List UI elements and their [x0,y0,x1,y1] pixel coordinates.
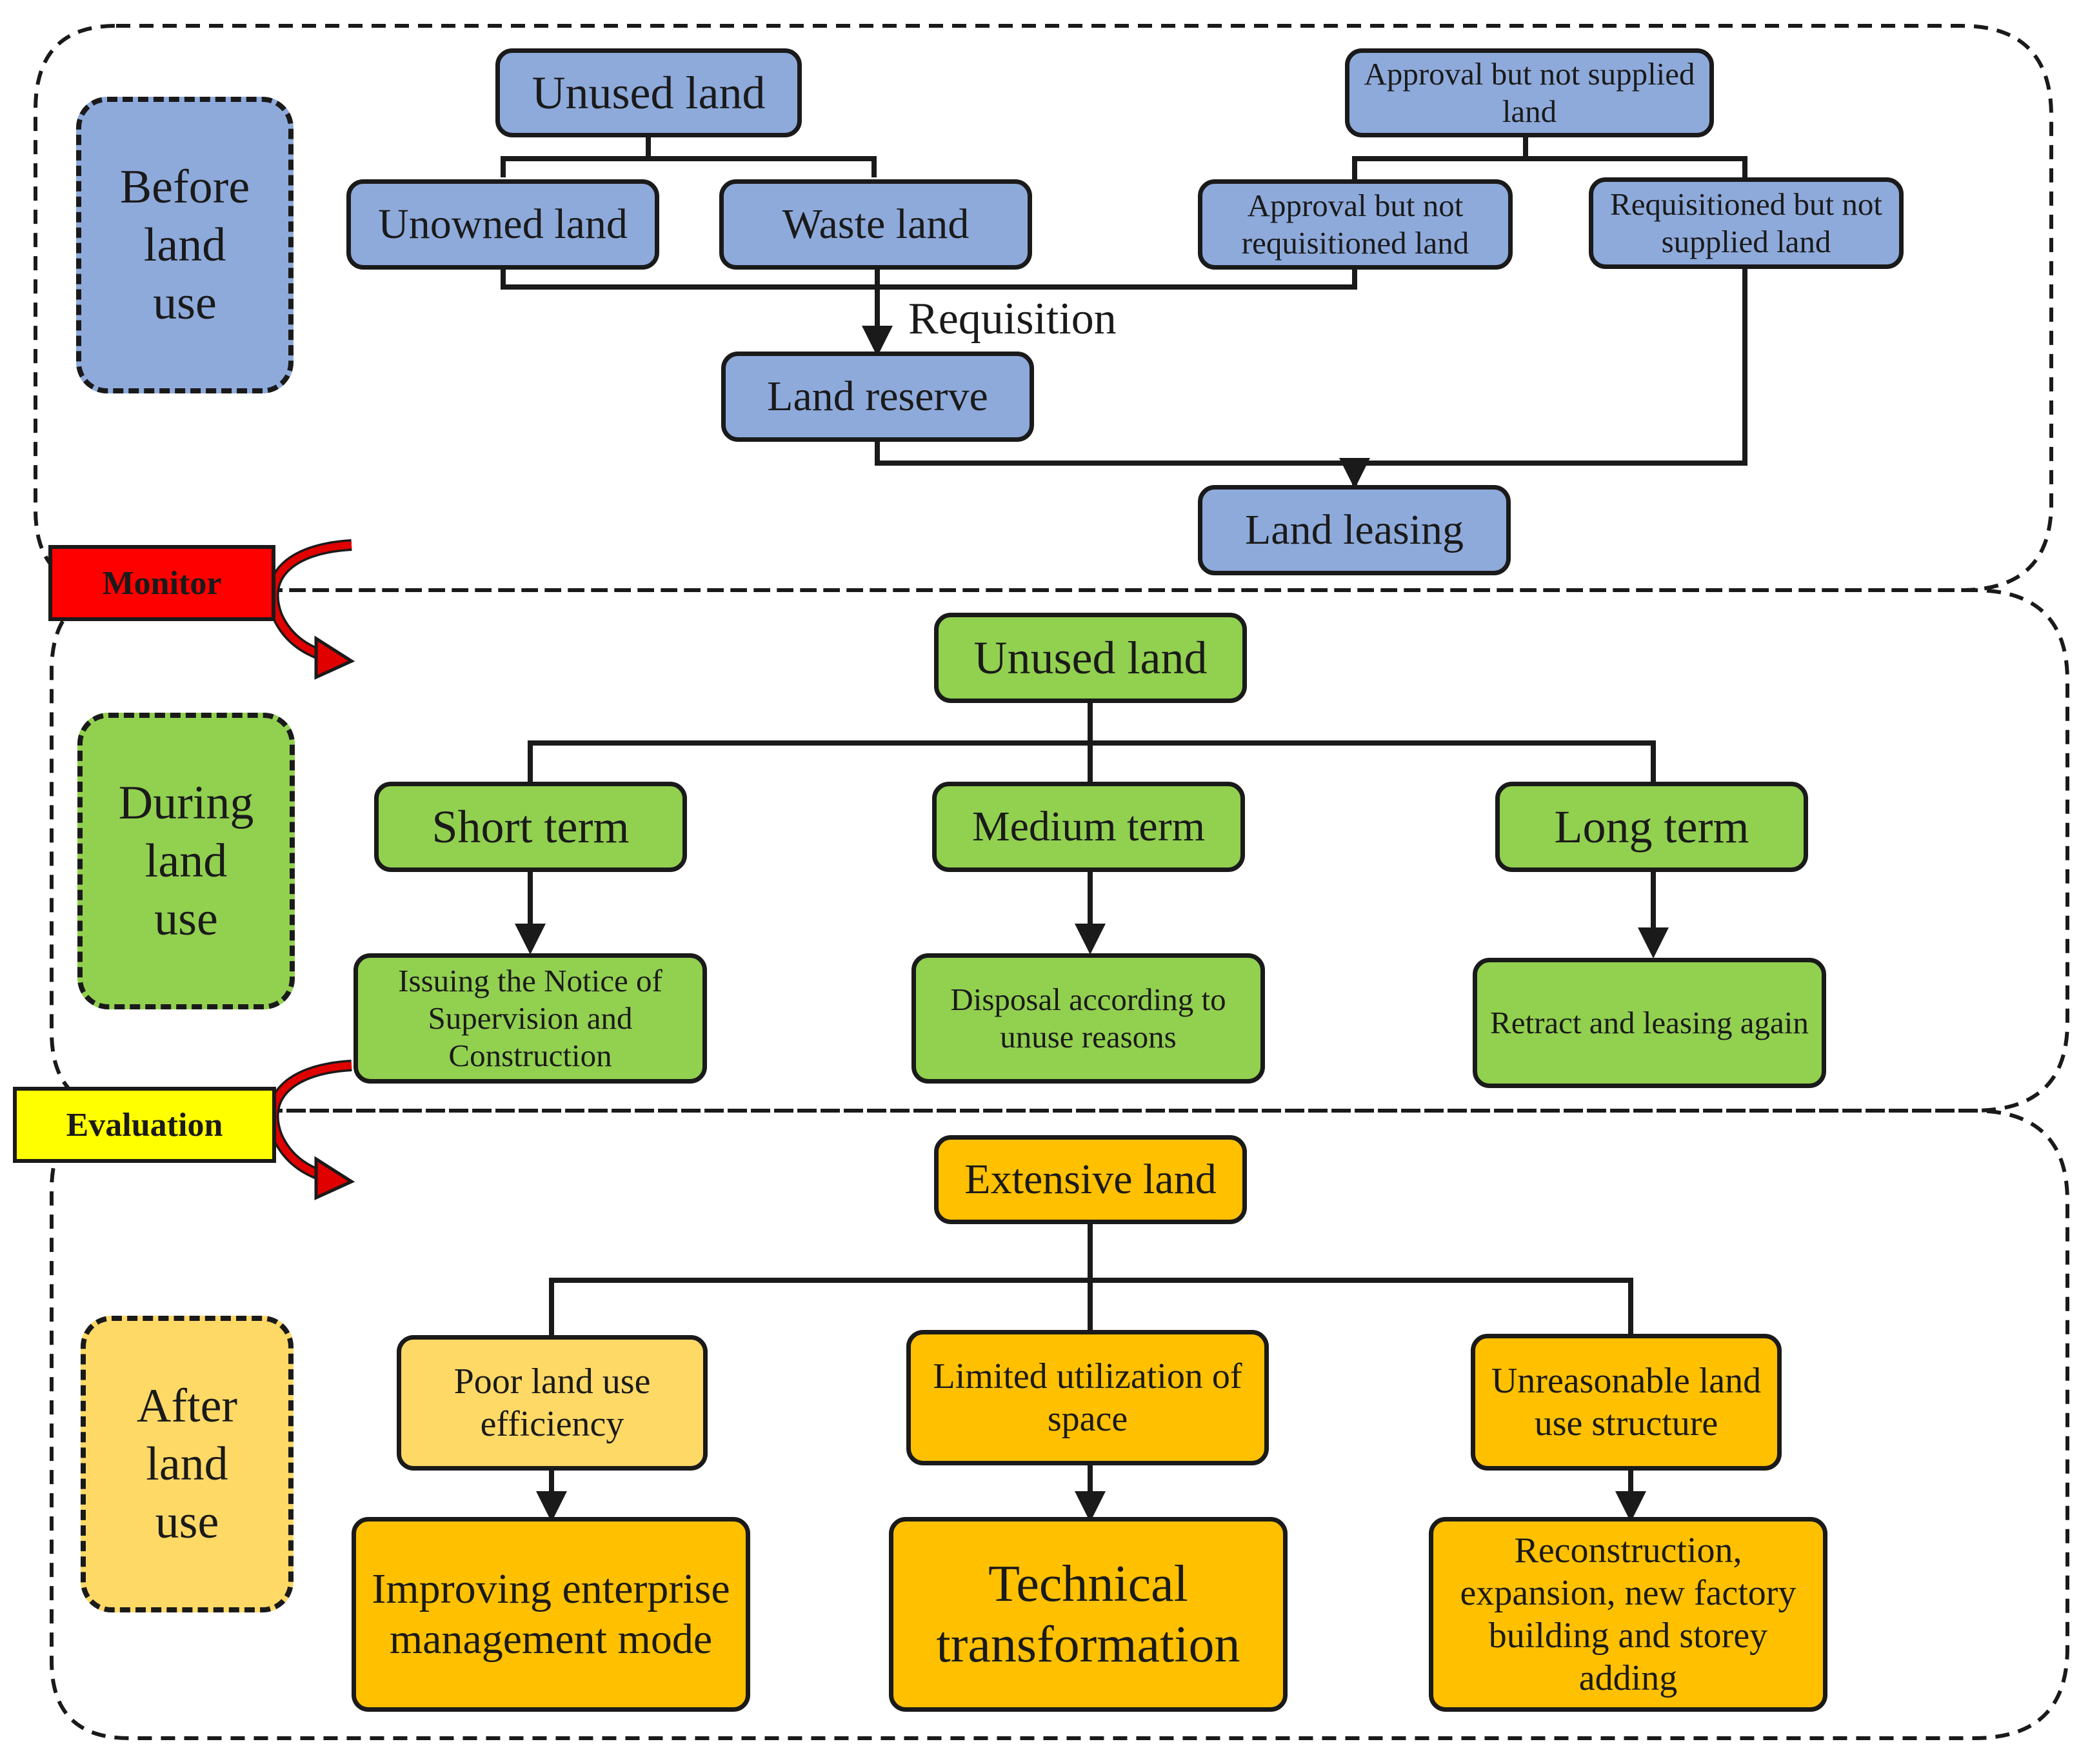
monitor-arrow [267,539,355,680]
connector-merge-to-reserve [501,264,1357,290]
region-before-outline [34,24,2053,592]
connector-unused-to-subtypes [501,137,877,177]
node-reconstruction: Reconstruction, expansion, new factory b… [1429,1517,1827,1712]
connector-after-split [549,1224,1633,1335]
requisition-label: Requisition [908,294,1117,344]
stage-during-land-use: During land use [77,713,295,1009]
stage-before-land-use: Before land use [76,97,294,393]
node-improving-mode: Improving enterprise management mode [352,1517,750,1712]
evaluation-tag: Evaluation [13,1087,276,1163]
node-medium-term: Medium term [932,782,1245,872]
node-poor-efficiency: Poor land use efficiency [397,1335,708,1471]
connector-during-split [528,701,1656,782]
node-short-term: Short term [374,782,687,872]
node-extensive-land: Extensive land [934,1135,1247,1224]
connector-approval-to-subtypes [1352,135,1747,181]
node-requisitioned-not-supplied: Requisitioned but not supplied land [1589,177,1904,269]
node-unreasonable-structure: Unreasonable land use structure [1471,1334,1782,1471]
node-land-leasing: Land leasing [1198,485,1511,575]
stage-after-land-use: After land use [81,1316,294,1612]
node-disposal: Disposal according to unuse reasons [911,953,1265,1084]
node-limited-space: Limited utilization of space [906,1330,1269,1465]
node-retract-leasing: Retract and leasing again [1473,958,1826,1088]
region-during-outline [50,588,2069,1113]
node-land-reserve: Land reserve [721,352,1034,442]
node-approval-not-supplied: Approval but not supplied land [1345,48,1714,137]
node-technical-transformation: Technical transformation [889,1517,1288,1712]
node-long-term: Long term [1495,782,1808,872]
node-unused-land-before: Unused land [495,48,802,137]
node-approval-not-requisitioned: Approval but not requisitioned land [1198,179,1513,270]
evaluation-arrow [267,1060,355,1200]
node-issuing-notice: Issuing the Notice of Supervision and Co… [353,953,707,1084]
node-unused-land-during: Unused land [934,613,1247,703]
monitor-tag: Monitor [48,545,275,621]
node-waste-land: Waste land [719,179,1032,270]
node-unowned-land: Unowned land [346,179,659,270]
